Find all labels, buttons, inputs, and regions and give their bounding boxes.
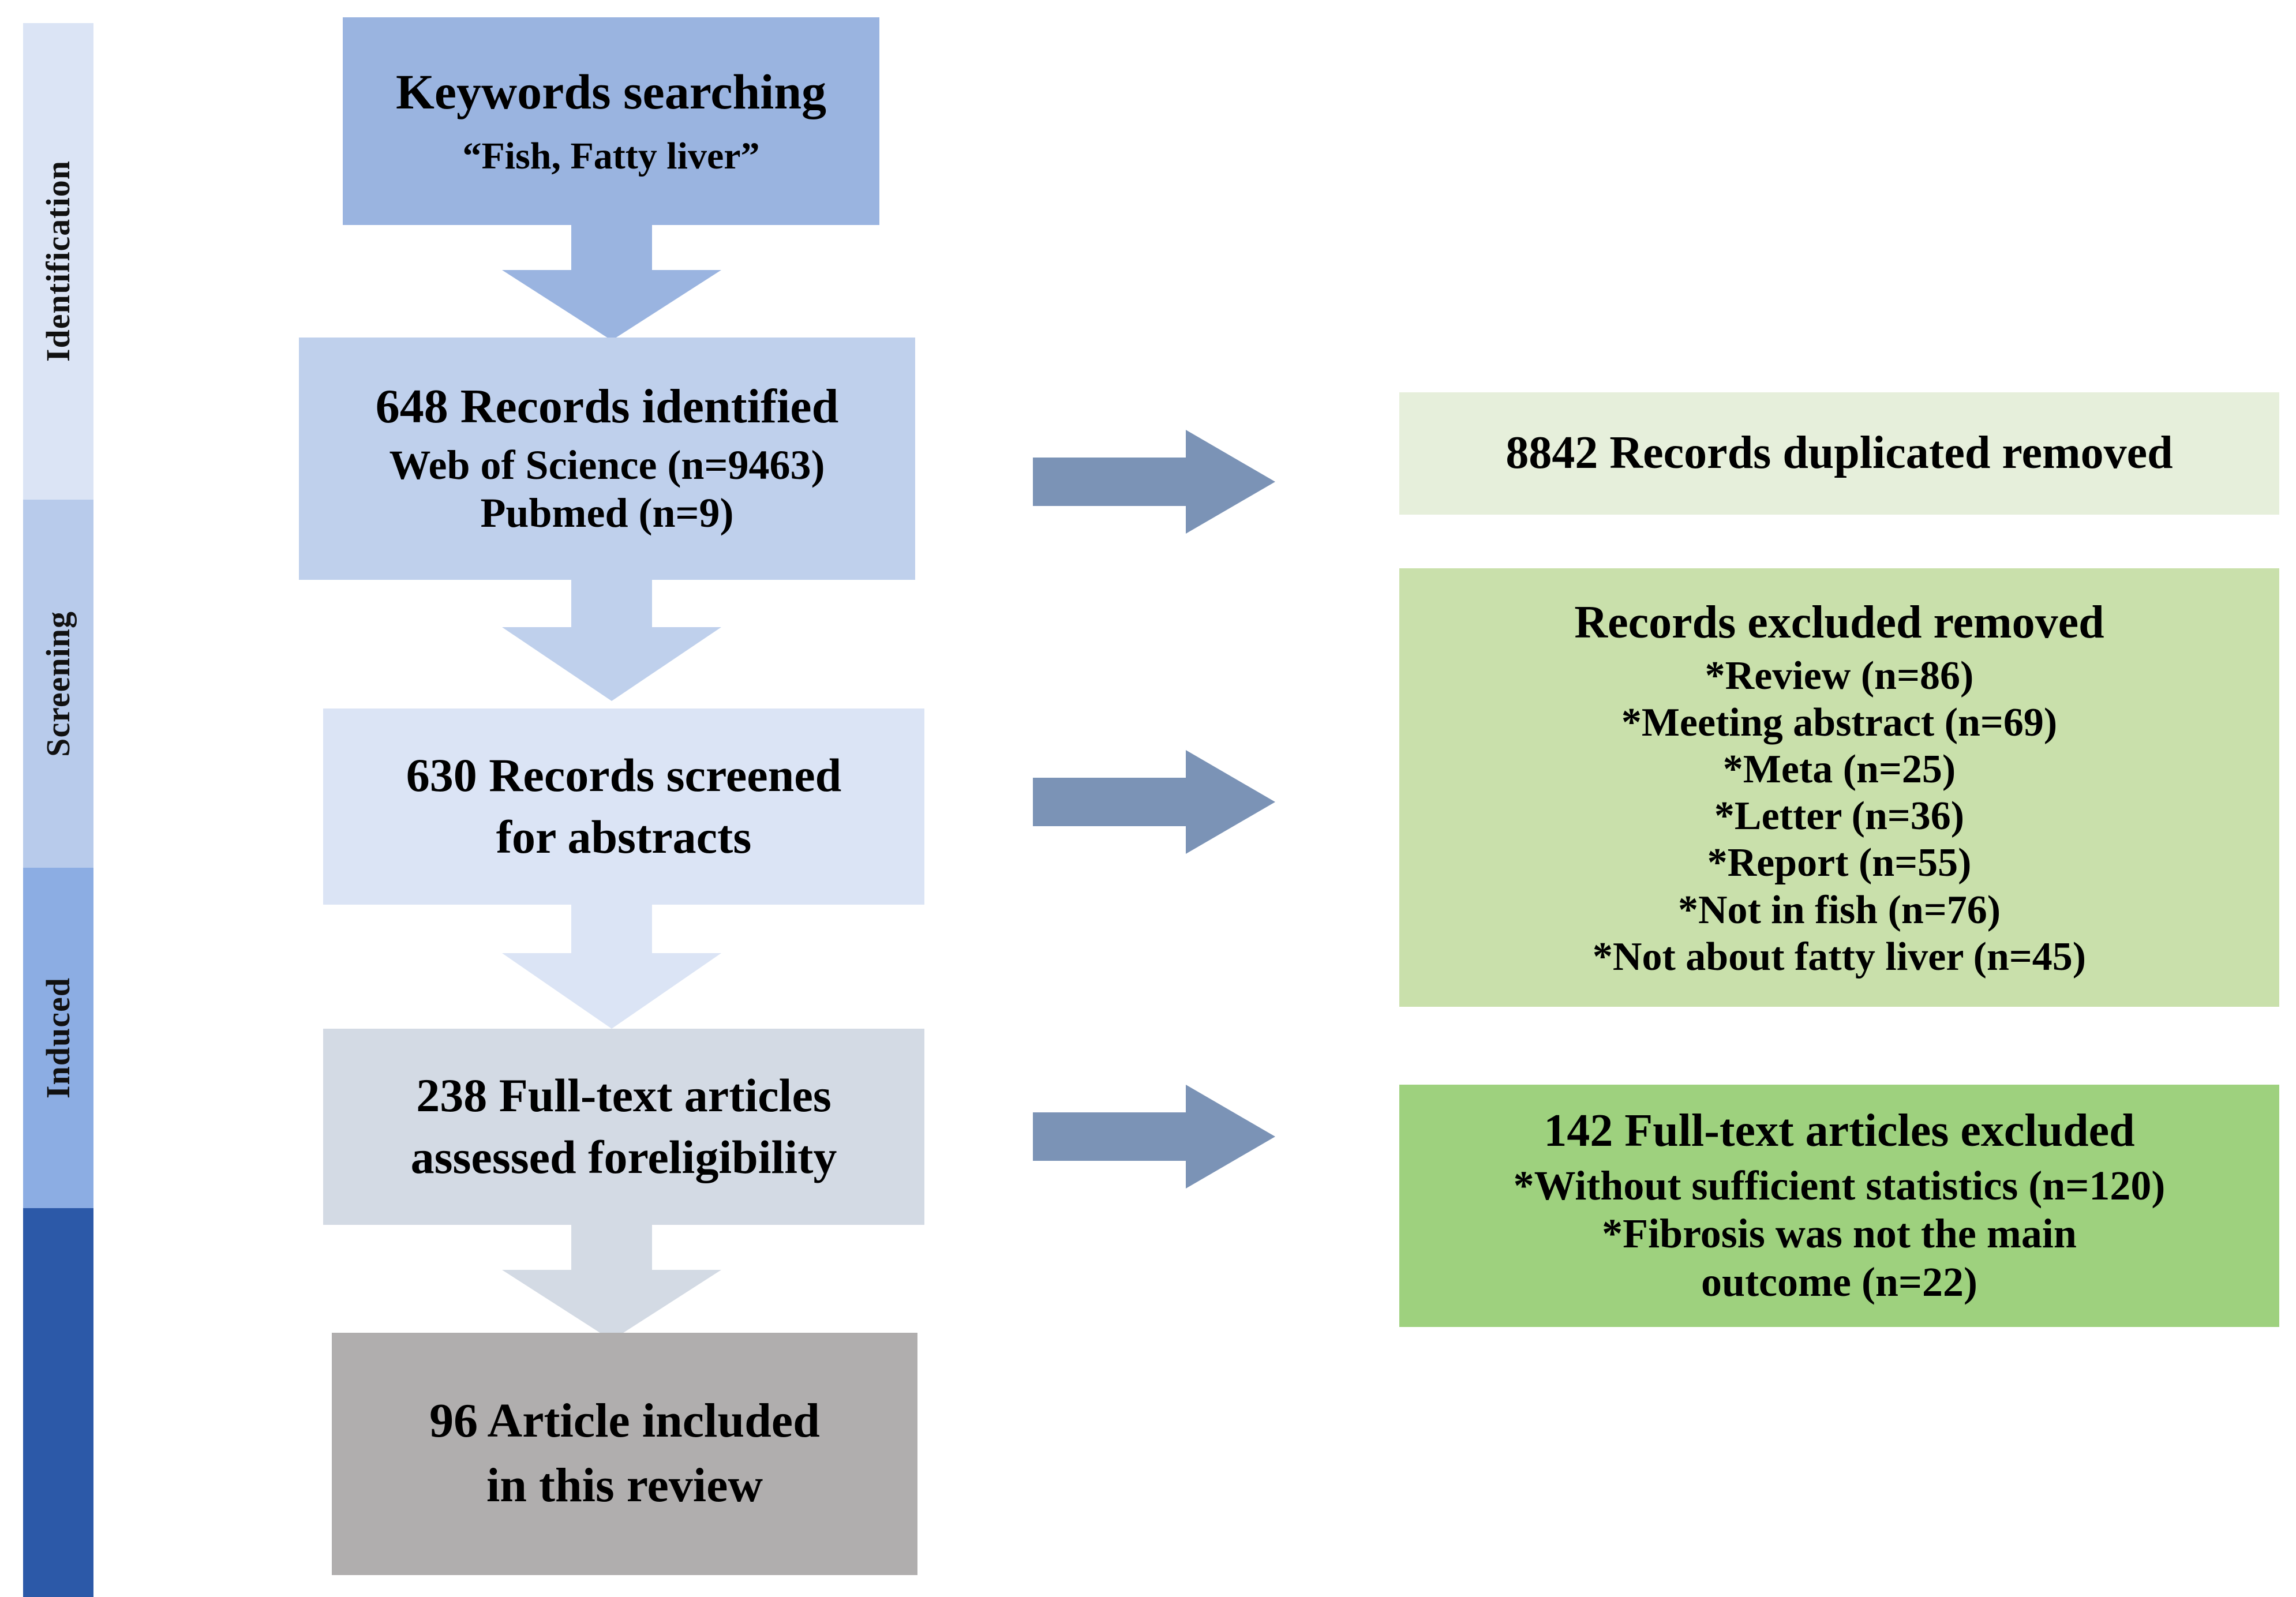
arrow-down-identified-to-screened	[502, 580, 721, 701]
exclusion-reason-not-about-fatty-liver: *Not about fatty liver (n=45)	[1592, 934, 2087, 979]
arrow-right-to-duplicates-removed	[1033, 430, 1275, 534]
arrow-down-keywords-to-identified	[502, 225, 721, 340]
exclusion-box-fulltext-excluded-title: 142 Full-text articles excluded	[1544, 1105, 2135, 1156]
arrow-down-fulltext-to-included	[502, 1225, 721, 1340]
flow-box-fulltext-assessed: 238 Full-text articles assessed foreligi…	[323, 1029, 924, 1225]
exclusion-box-fulltext-excluded: 142 Full-text articles excluded *Without…	[1399, 1085, 2279, 1327]
flow-box-fulltext-assessed-title: 238 Full-text articles	[416, 1069, 831, 1122]
fulltext-exclusion-reason-fibrosis-cont: outcome (n=22)	[1701, 1258, 1977, 1305]
stage-bar-induced: Induced	[23, 868, 93, 1208]
flow-box-records-screened-line-1: for abstracts	[496, 811, 752, 864]
flow-box-articles-included: 96 Article included in this review	[332, 1333, 917, 1575]
stage-label-induced: Induced	[39, 977, 77, 1099]
exclusion-box-duplicates-removed: 8842 Records duplicated removed	[1399, 392, 2279, 515]
arrow-down-screened-to-fulltext	[502, 905, 721, 1029]
exclusion-reason-meeting-abstract: *Meeting abstract (n=69)	[1621, 700, 2058, 745]
arrow-right-to-fulltext-excluded	[1033, 1085, 1275, 1189]
flow-box-keywords-subtitle: “Fish, Fatty liver”	[462, 134, 760, 177]
flow-box-keywords-title: Keywords searching	[395, 63, 827, 119]
stage-label-identification: Identification	[39, 160, 77, 362]
fulltext-exclusion-reason-fibrosis: *Fibrosis was not the main	[1602, 1210, 2077, 1257]
flow-box-records-identified: 648 Records identified Web of Science (n…	[299, 338, 915, 580]
flow-box-articles-included-line-1: in this review	[486, 1459, 763, 1513]
flow-box-fulltext-assessed-line-1: assessed foreligibility	[410, 1131, 837, 1184]
flow-box-records-identified-title: 648 Records identified	[375, 380, 839, 434]
stage-bar-identification: Identification	[23, 23, 93, 500]
exclusion-reason-meta: *Meta (n=25)	[1722, 747, 1956, 792]
exclusion-reason-review: *Review (n=86)	[1705, 653, 1974, 698]
exclusion-box-records-excluded-title: Records excluded removed	[1574, 597, 2104, 648]
exclusion-box-records-excluded: Records excluded removed *Review (n=86) …	[1399, 568, 2279, 1007]
stage-label-screening: Screening	[39, 610, 77, 757]
flow-box-records-screened-title: 630 Records screened	[406, 748, 842, 801]
stage-bar-included	[23, 1208, 93, 1597]
flow-box-records-screened: 630 Records screened for abstracts	[323, 708, 924, 905]
flow-box-articles-included-title: 96 Article included	[429, 1394, 820, 1448]
exclusion-box-duplicates-removed-title: 8842 Records duplicated removed	[1505, 428, 2173, 479]
arrow-right-to-records-excluded	[1033, 750, 1275, 854]
stage-bar-screening: Screening	[23, 500, 93, 868]
fulltext-exclusion-reason-statistics: *Without sufficient statistics (n=120)	[1513, 1162, 2166, 1209]
flow-box-records-identified-line-2: Pubmed (n=9)	[480, 490, 734, 537]
exclusion-reason-letter: *Letter (n=36)	[1714, 794, 1965, 839]
flow-box-keywords: Keywords searching “Fish, Fatty liver”	[343, 17, 879, 225]
flow-box-records-identified-line-1: Web of Science (n=9463)	[389, 441, 825, 488]
exclusion-reason-report: *Report (n=55)	[1707, 841, 1972, 886]
exclusion-reason-not-in-fish: *Not in fish (n=76)	[1677, 887, 2001, 932]
